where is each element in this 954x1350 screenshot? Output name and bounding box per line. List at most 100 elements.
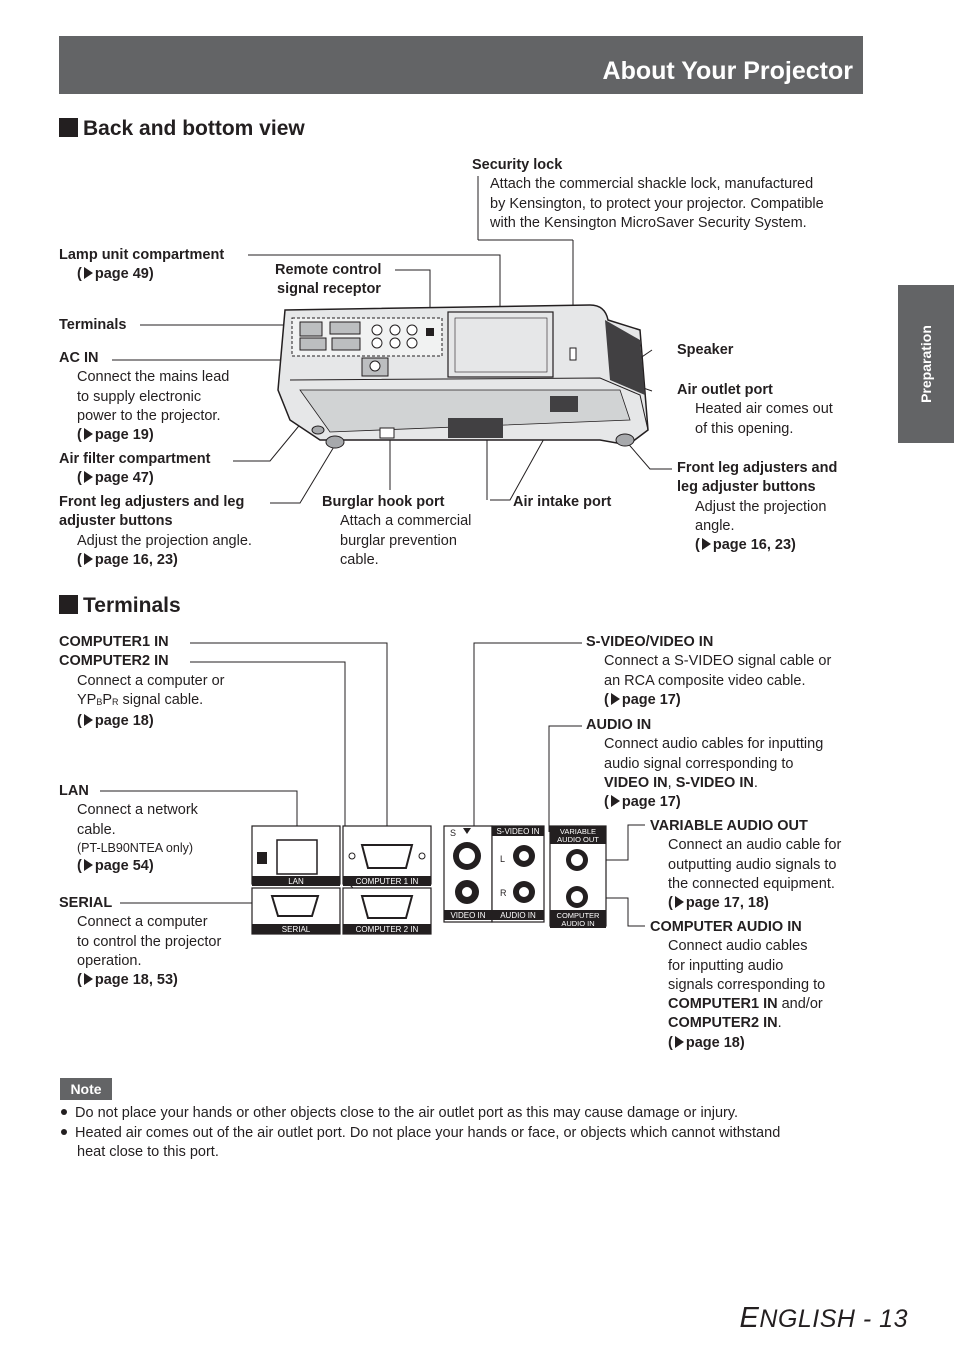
callout-title: S-VIDEO/VIDEO IN: [586, 634, 714, 650]
computer1-port-block: COMPUTER 1 IN: [342, 825, 432, 886]
panel-label-lan: LAN: [288, 877, 304, 886]
page-ref: (page 16, 23): [695, 537, 796, 554]
page-ref: (page 18): [668, 1034, 745, 1051]
callout-title: leg adjuster buttons: [677, 479, 816, 496]
panel-label-video: VIDEO IN: [450, 911, 485, 920]
leader-line: [473, 642, 582, 832]
arrow-right-icon: [83, 714, 93, 727]
callout-title: SERIAL: [59, 895, 113, 911]
square-icon: [59, 595, 78, 614]
callout-title: AUDIO IN: [586, 717, 652, 733]
leader-line: [624, 439, 672, 470]
callout-title: adjuster buttons: [59, 513, 173, 530]
callout-desc: Connect a computer or: [77, 672, 225, 689]
callout-title: Burglar hook port: [322, 494, 445, 510]
air-outlet-callout: Air outlet port Heated air comes out of …: [677, 381, 833, 439]
callout-desc: Heated air comes out: [695, 401, 833, 418]
callout-desc: Connect audio cables for inputting: [604, 736, 824, 753]
air-filter-callout: Air filter compartment (page 47): [59, 450, 210, 489]
callout-desc: cable.: [77, 821, 116, 838]
arrow-right-icon: [83, 973, 93, 986]
callout-desc: for inputting audio: [668, 957, 784, 974]
panel-label-serial: SERIAL: [282, 925, 311, 934]
heading-text: Back and bottom view: [83, 117, 305, 140]
callout-desc: Connect a network: [77, 802, 198, 819]
header-bar: About Your Projector: [59, 36, 863, 94]
note-bullet: Heated air comes out of the air outlet p…: [61, 1124, 871, 1163]
callout-desc: with the Kensington MicroSaver Security …: [490, 214, 807, 231]
callout-desc: Connect audio cables: [668, 938, 808, 955]
callout-note: (PT-LB90NTEA only): [77, 840, 194, 855]
leader-line: [233, 409, 313, 462]
callout-title: Remote control: [275, 262, 382, 278]
page-ref: (page 19): [77, 427, 154, 444]
variable-audio-out-callout: VARIABLE AUDIO OUT Connect an audio cabl…: [650, 817, 841, 913]
leader-line: [270, 444, 336, 504]
callout-desc: COMPUTER2 IN.: [668, 1015, 782, 1032]
panel-label-l: L: [500, 854, 505, 864]
callout-desc: of this opening.: [695, 420, 794, 437]
callout-title: signal receptor: [277, 281, 381, 298]
front-leg-right-callout: Front leg adjusters and leg adjuster but…: [677, 459, 837, 555]
speaker-callout: Speaker: [677, 342, 734, 358]
arrow-right-icon: [674, 1035, 684, 1048]
arrow-right-icon: [610, 692, 620, 705]
arrow-right-icon: [83, 552, 93, 565]
panel-label-computer2: COMPUTER 2 IN: [356, 925, 419, 934]
callout-desc: power to the projector.: [77, 407, 221, 424]
callout-desc: by Kensington, to protect your projector…: [490, 195, 824, 212]
panel-label-r: R: [500, 888, 507, 898]
lan-callout: LAN Connect a network cable. (PT-LB90NTE…: [59, 782, 198, 876]
lamp-unit-callout: Lamp unit compartment (page 49): [59, 246, 224, 285]
callout-title: AC IN: [59, 350, 99, 366]
callout-desc: outputting audio signals to: [668, 856, 837, 873]
computer-audio-in-callout: COMPUTER AUDIO IN Connect audio cables f…: [650, 918, 825, 1053]
heading-text: Terminals: [83, 594, 181, 617]
callout-desc: an RCA composite video cable.: [604, 672, 806, 689]
callout-desc: signals corresponding to: [668, 976, 826, 993]
panel-label-s: S: [450, 828, 456, 838]
page-ref: (page 54): [77, 857, 154, 874]
callout-desc: Connect a computer: [77, 914, 208, 931]
serial-callout: SERIAL Connect a computer to control the…: [59, 894, 221, 990]
arrow-right-icon: [674, 896, 684, 909]
security-lock-callout: Security lock Attach the commercial shac…: [472, 156, 824, 233]
bullet-icon: [61, 1109, 67, 1115]
panel-label-audio-in: AUDIO IN: [500, 911, 536, 920]
callout-title: COMPUTER1 IN: [59, 634, 169, 650]
projector-illustration: [112, 176, 672, 504]
computer2-port-block: COMPUTER 2 IN: [342, 887, 432, 935]
projector-body: [277, 304, 649, 449]
leader-line: [598, 824, 645, 861]
callout-desc: operation.: [77, 952, 142, 969]
callout-title: Air filter compartment: [59, 451, 211, 467]
page-ref: (page 47): [77, 470, 154, 487]
callout-desc: Adjust the projection angle.: [77, 532, 252, 549]
section-heading-back-view: Back and bottom view: [59, 117, 305, 141]
panel-label-svideo: S-VIDEO IN: [496, 827, 539, 836]
callout-desc: COMPUTER1 IN and/or: [668, 996, 823, 1013]
callout-desc: angle.: [695, 517, 735, 534]
front-leg-left-callout: Front leg adjusters and leg adjuster but…: [59, 493, 252, 570]
side-tab: Preparation: [898, 285, 954, 443]
callout-desc: to supply electronic: [77, 388, 202, 405]
audio-jack-block: VARIABLE AUDIO OUT COMPUTER AUDIO IN: [549, 825, 607, 928]
callout-title: Security lock: [472, 157, 563, 173]
page-ref: (page 18): [77, 713, 154, 730]
panel-label-computer: COMPUTER: [557, 911, 601, 920]
air-intake-callout: Air intake port: [513, 494, 612, 510]
callout-title: VARIABLE AUDIO OUT: [650, 818, 808, 834]
callout-desc: Connect an audio cable for: [668, 837, 842, 854]
callout-desc: Adjust the projection: [695, 498, 827, 515]
page-ref: (page 18, 53): [77, 972, 178, 989]
callout-desc: Connect a S-VIDEO signal cable or: [604, 653, 832, 670]
panel-label-audio-out: AUDIO OUT: [557, 835, 599, 844]
arrow-right-icon: [610, 795, 620, 808]
audio-in-callout: AUDIO IN Connect audio cables for inputt…: [586, 716, 823, 812]
callout-desc: Attach the commercial shackle lock, manu…: [490, 176, 814, 193]
page-ref: (page 17): [604, 794, 681, 811]
leader-line: [548, 725, 582, 832]
callout-desc: the connected equipment.: [668, 875, 835, 892]
arrow-right-icon: [701, 538, 711, 551]
callout-title: LAN: [59, 783, 89, 799]
